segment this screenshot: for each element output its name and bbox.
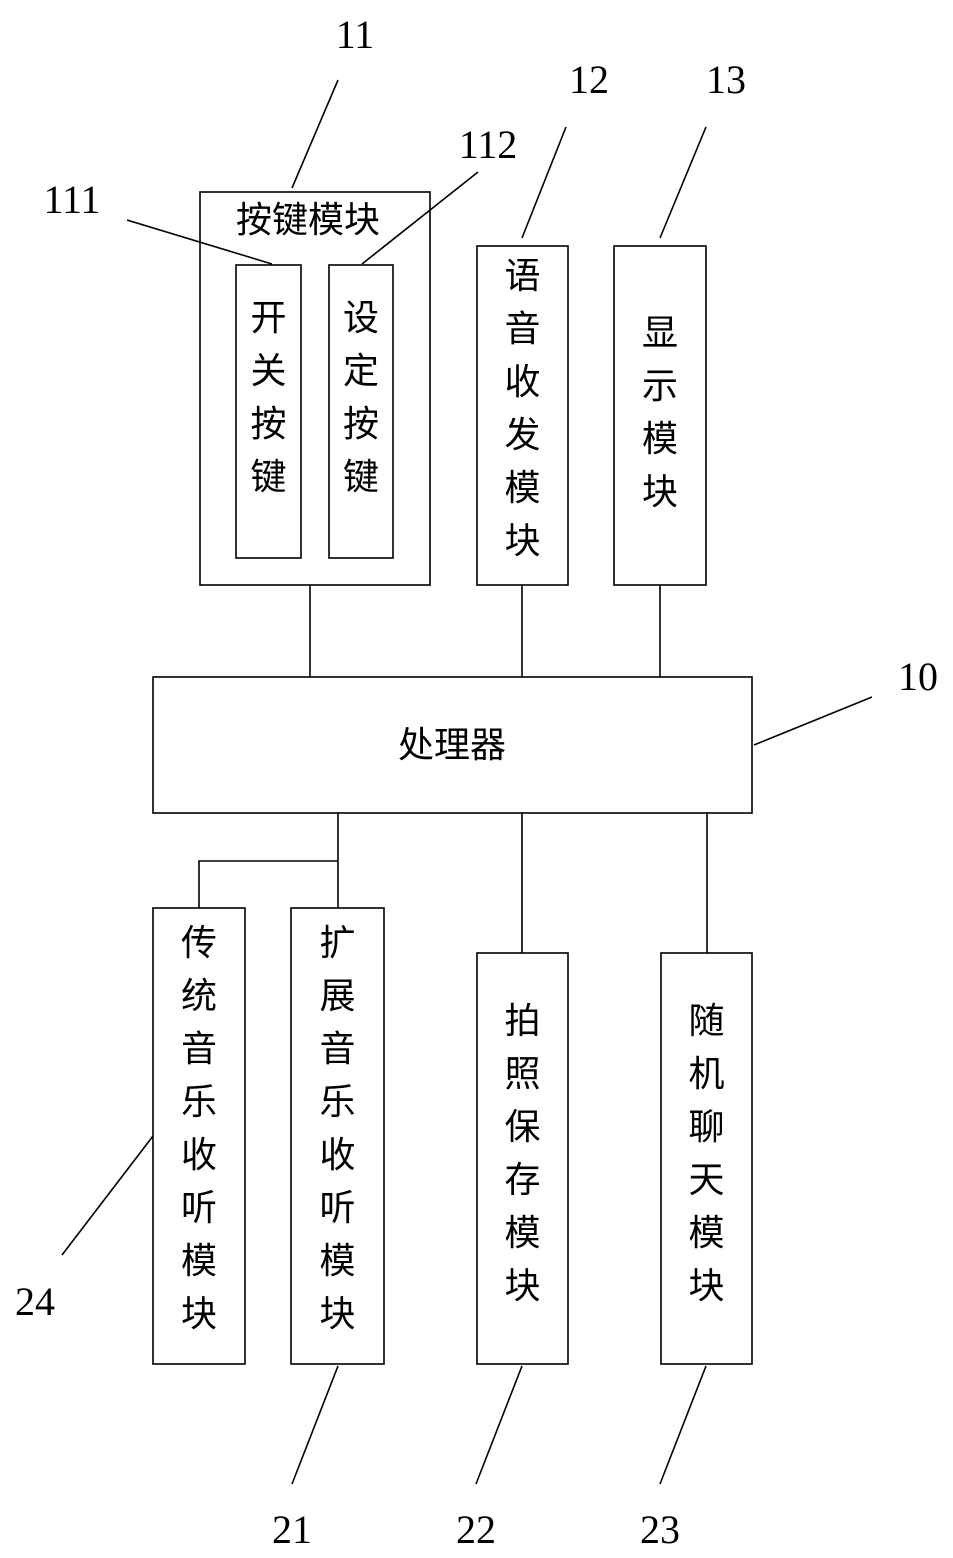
label-character: 收 bbox=[181, 1135, 217, 1176]
label-character: 机 bbox=[688, 1054, 724, 1095]
ref-number-12: 12 bbox=[569, 57, 609, 102]
display-module-box bbox=[613, 245, 707, 586]
ref-number-11: 11 bbox=[336, 12, 375, 57]
leader-line-112 bbox=[361, 171, 479, 265]
label-character: 听 bbox=[319, 1188, 355, 1229]
label-character: 块 bbox=[504, 521, 540, 562]
label-character: 按 bbox=[343, 404, 379, 445]
label-character: 语 bbox=[504, 256, 540, 297]
label-character: 示 bbox=[642, 366, 678, 407]
label-character: 块 bbox=[319, 1294, 355, 1335]
ref-number-111: 111 bbox=[43, 177, 100, 222]
label-character: 传 bbox=[181, 923, 217, 964]
label-character: 模 bbox=[688, 1213, 724, 1254]
processor-traditional-music-connector bbox=[198, 860, 338, 908]
leader-line-12 bbox=[521, 126, 567, 239]
label-character: 随 bbox=[688, 1001, 724, 1042]
voice-module-label: 语音收发模块 bbox=[504, 256, 540, 562]
ref-number-24: 24 bbox=[15, 1279, 55, 1324]
leader-line-21 bbox=[291, 1365, 339, 1485]
ref-number-22: 22 bbox=[456, 1507, 496, 1552]
label-character: 块 bbox=[642, 472, 678, 513]
keypad-module-box bbox=[199, 191, 431, 586]
label-character: 拍 bbox=[504, 1001, 540, 1042]
ref-number-13: 13 bbox=[706, 57, 746, 102]
label-character: 键 bbox=[343, 457, 379, 498]
leader-line-22 bbox=[475, 1365, 523, 1485]
label-character: 扩 bbox=[319, 923, 355, 964]
leader-line-24 bbox=[61, 1135, 154, 1256]
label-character: 听 bbox=[181, 1188, 217, 1229]
label-character: 乐 bbox=[319, 1082, 355, 1123]
label-character: 模 bbox=[181, 1241, 217, 1282]
label-character: 模 bbox=[504, 1213, 540, 1254]
label-character: 键 bbox=[250, 457, 286, 498]
keypad-module-label: 按键模块 bbox=[236, 200, 380, 241]
voice-module-box bbox=[476, 245, 569, 586]
photo-module-label: 拍照保存模块 bbox=[504, 1001, 540, 1307]
label-character: 开 bbox=[250, 298, 286, 339]
label-character: 关 bbox=[250, 351, 286, 392]
power-key-box bbox=[235, 264, 302, 559]
leader-line-23 bbox=[659, 1365, 707, 1485]
label-character: 收 bbox=[319, 1135, 355, 1176]
setting-key-label: 设定按键 bbox=[343, 298, 379, 498]
label-character: 发 bbox=[504, 415, 540, 456]
label-character: 乐 bbox=[181, 1082, 217, 1123]
label-character: 定 bbox=[343, 351, 379, 392]
label-character: 聊 bbox=[688, 1107, 724, 1148]
label-character: 展 bbox=[319, 976, 355, 1017]
label-character: 设 bbox=[343, 298, 379, 339]
label-character: 照 bbox=[504, 1054, 540, 1095]
extended-music-box bbox=[290, 907, 385, 1365]
chat-module-label: 随机聊天模块 bbox=[688, 1001, 724, 1307]
setting-key-box bbox=[328, 264, 394, 559]
label-character: 音 bbox=[504, 309, 540, 350]
label-character: 模 bbox=[504, 468, 540, 509]
label-character: 保 bbox=[504, 1107, 540, 1148]
leader-line-111 bbox=[126, 219, 273, 265]
label-character: 块 bbox=[504, 1266, 540, 1307]
leader-line-11 bbox=[291, 79, 339, 189]
leader-line-13 bbox=[659, 126, 707, 239]
label-character: 存 bbox=[504, 1160, 540, 1201]
label-character: 块 bbox=[688, 1266, 724, 1307]
label-character: 音 bbox=[181, 1029, 217, 1070]
ref-number-112: 112 bbox=[459, 122, 518, 167]
ref-number-23: 23 bbox=[640, 1507, 680, 1552]
label-character: 收 bbox=[504, 362, 540, 403]
label-character: 模 bbox=[642, 419, 678, 460]
ref-number-10: 10 bbox=[898, 654, 938, 699]
leader-line-10 bbox=[753, 696, 873, 746]
processor-box bbox=[152, 676, 753, 814]
label-character: 音 bbox=[319, 1029, 355, 1070]
label-character: 模 bbox=[319, 1241, 355, 1282]
display-module-label: 显示模块 bbox=[642, 313, 678, 513]
label-character: 天 bbox=[688, 1160, 724, 1201]
label-character: 统 bbox=[181, 976, 217, 1017]
chat-module-box bbox=[660, 952, 753, 1365]
ref-number-21: 21 bbox=[272, 1507, 312, 1552]
label-character: 块 bbox=[181, 1294, 217, 1335]
processor-label: 处理器 bbox=[398, 725, 506, 766]
traditional-music-label: 传统音乐收听模块 bbox=[181, 923, 217, 1335]
label-character: 按 bbox=[250, 404, 286, 445]
label-character: 显 bbox=[642, 313, 678, 354]
photo-module-box bbox=[476, 952, 569, 1365]
extended-music-label: 扩展音乐收听模块 bbox=[319, 923, 355, 1335]
power-key-label: 开关按键 bbox=[250, 298, 286, 498]
